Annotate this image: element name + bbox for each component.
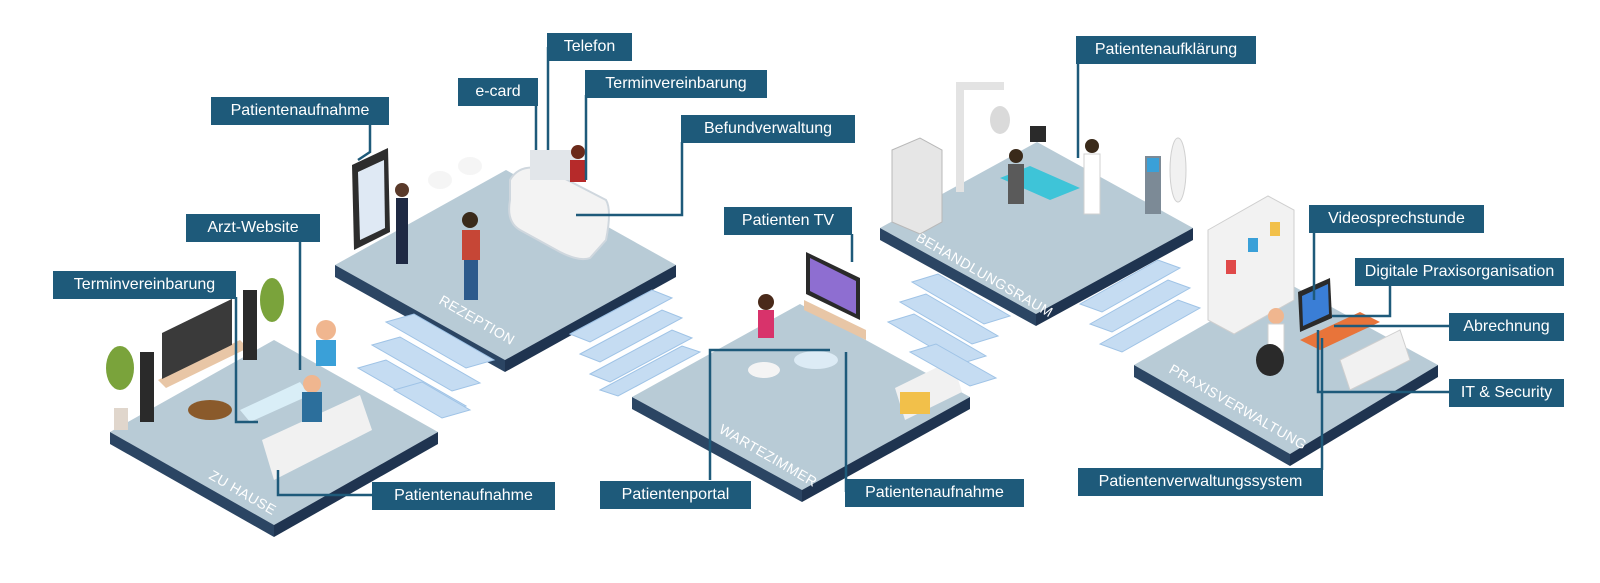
stairs-home-reception [356, 313, 496, 419]
label-videosprechstunde: Videosprechstunde [1309, 205, 1484, 233]
label-telefon: Telefon [547, 33, 632, 61]
label-patientenportal: Patientenportal [600, 481, 751, 509]
label-abrechnung: Abrechnung [1449, 313, 1564, 341]
label-terminvereinbarung-reception: Terminvereinbarung [585, 70, 767, 98]
stairs-waiting-treatment [886, 273, 1012, 387]
stairs-reception-waiting [568, 289, 702, 397]
home-furniture [106, 278, 372, 480]
waiting-furniture [748, 252, 962, 420]
label-terminvereinbarung-home: Terminvereinbarung [53, 271, 236, 299]
label-patientenverwaltungssystem: Patientenverwaltungssystem [1078, 468, 1323, 496]
label-befundverwaltung: Befundverwaltung [681, 115, 855, 143]
admin-platform: PRAXISVERWALTUNG [1134, 280, 1438, 466]
label-patientenaufnahme-waiting: Patientenaufnahme [845, 479, 1024, 507]
stairs-treatment-admin [1078, 259, 1202, 353]
connector-lines [234, 47, 1450, 497]
treatment-platform: BEHANDLUNGSRAUM [880, 142, 1193, 326]
reception-furniture [352, 145, 610, 300]
label-patienten-tv: Patienten TV [724, 207, 852, 235]
label-patientenaufklaerung: Patientenaufklärung [1076, 36, 1256, 64]
home-platform: ZU HAUSE [110, 340, 438, 537]
label-patientenaufnahme-reception: Patientenaufnahme [211, 97, 389, 125]
label-arzt-website: Arzt-Website [186, 214, 320, 242]
label-ecard: e-card [458, 78, 538, 106]
treatment-furniture [891, 82, 1187, 235]
label-it-security: IT & Security [1449, 379, 1564, 407]
label-patientenaufnahme-home: Patientenaufnahme [372, 482, 555, 510]
admin-furniture [1207, 195, 1411, 391]
label-digitale-praxisorganisation: Digitale Praxisorganisation [1355, 258, 1564, 286]
